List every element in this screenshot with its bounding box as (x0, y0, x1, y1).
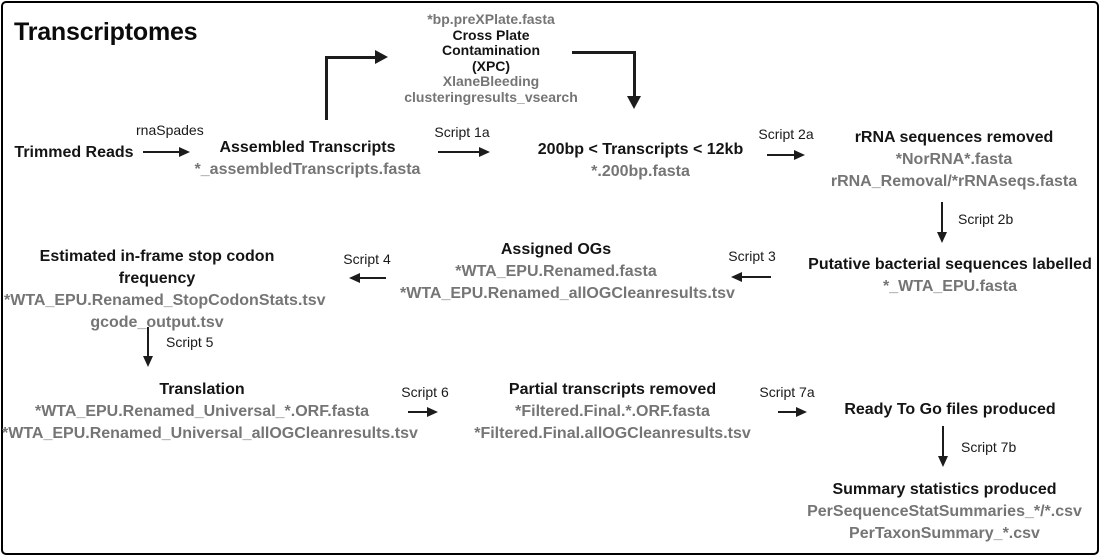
node-file: *WTA_EPU.Renamed_StopCodonStats.tsv (4, 292, 326, 309)
edge-label-script-2a: Script 2a (758, 126, 814, 142)
arrow-script-6 (408, 407, 442, 417)
node-title: 200bp < Transcripts < 12kb (537, 141, 744, 158)
node-cross-plate-contamination: *bp.preXPlate.fasta Cross Plate Contamin… (380, 11, 602, 105)
arrow-script-2b (937, 202, 947, 246)
node-partial-transcripts-removed: Partial transcripts removed *Filtered.Fi… (460, 379, 765, 445)
node-title: Trimmed Reads (14, 144, 134, 161)
node-title: Assigned OGs (500, 241, 612, 258)
node-file: *WTA_EPU.Renamed_Universal_allOGCleanres… (2, 425, 418, 442)
node-stop-codon-frequency: Estimated in-frame stop codon frequency … (4, 246, 326, 334)
node-file: *_assembledTranscripts.fasta (194, 161, 421, 178)
node-title: Ready To Go files produced (844, 401, 1056, 418)
node-file: XlaneBleeding (442, 73, 540, 89)
node-title: Partial transcripts removed (508, 381, 717, 398)
node-file: *NorRNA*.fasta (895, 151, 1013, 168)
node-title: rRNA sequences removed (854, 129, 1054, 146)
arrow-from-xpc (572, 51, 641, 111)
node-file: gcode_output.tsv (90, 314, 224, 331)
page-title: Transcriptomes (14, 18, 198, 46)
edge-label-script-1a: Script 1a (434, 124, 490, 140)
node-title: Translation (159, 381, 245, 398)
node-file: *WTA_EPU.Renamed.fasta (455, 263, 657, 280)
node-size-filtered-transcripts: 200bp < Transcripts < 12kb *.200bp.fasta (528, 139, 753, 183)
arrow-script-5 (143, 327, 153, 370)
arrow-script-3 (731, 272, 773, 282)
edge-label-script-7a: Script 7a (759, 384, 815, 400)
node-title: Cross Plate (452, 26, 530, 43)
arrow-to-xpc (325, 50, 391, 120)
edge-label-rnaspades: rnaSpades (136, 122, 204, 138)
node-putative-bacterial-labelled: Putative bacterial sequences labelled *_… (795, 254, 1100, 298)
node-file: PerSequenceStatSummaries_*/*.csv (807, 503, 1082, 520)
node-assigned-ogs: Assigned OGs *WTA_EPU.Renamed.fasta *WTA… (400, 239, 735, 305)
arrow-script-1a (438, 147, 494, 157)
node-file: *WTA_EPU.Renamed_Universal_*.ORF.fasta (34, 403, 370, 420)
node-rrna-sequences-removed: rRNA sequences removed *NorRNA*.fasta rR… (820, 127, 1088, 193)
node-file: PerTaxonSummary_*.csv (849, 525, 1040, 542)
arrow-script-7b (938, 426, 948, 470)
edge-label-script-6: Script 6 (401, 384, 449, 400)
node-file: *WTA_EPU.Renamed_allOGCleanresults.tsv (400, 285, 735, 302)
node-summary-statistics: Summary statistics produced PerSequenceS… (792, 479, 1097, 545)
node-file: *Filtered.Final.*.ORF.fasta (515, 403, 710, 420)
node-file: *.200bp.fasta (591, 163, 690, 180)
node-title: Assembled Transcripts (219, 139, 396, 156)
node-title: Estimated in-frame stop codon frequency (39, 248, 275, 287)
arrow-script-7a (778, 407, 812, 417)
arrow-script-2a (767, 150, 809, 160)
node-title: Summary statistics produced (832, 481, 1057, 498)
node-file: clusteringresults_vsearch (404, 88, 578, 105)
node-title: Contamination (442, 42, 540, 58)
node-translation: Translation *WTA_EPU.Renamed_Universal_*… (2, 379, 418, 445)
edge-label-script-7b: Script 7b (961, 439, 1017, 455)
node-file: *bp.preXPlate.fasta (427, 11, 555, 27)
arrow-script-4 (349, 273, 389, 283)
node-title: (XPC) (471, 57, 511, 74)
edge-label-script-4: Script 4 (343, 251, 391, 267)
arrow-rnaspades (143, 147, 193, 157)
node-assembled-transcripts: Assembled Transcripts *_assembledTranscr… (185, 137, 430, 181)
node-ready-to-go: Ready To Go files produced (818, 399, 1082, 421)
edge-label-script-5: Script 5 (166, 334, 214, 350)
node-file: *Filtered.Final.allOGCleanresults.tsv (474, 425, 751, 442)
node-title: Putative bacterial sequences labelled (808, 256, 1092, 273)
node-trimmed-reads: Trimmed Reads (6, 142, 142, 164)
node-file: rRNA_Removal/*rRNAseqs.fasta (830, 173, 1078, 190)
edge-label-script-3: Script 3 (728, 248, 776, 264)
node-file: *_WTA_EPU.fasta (883, 278, 1017, 295)
edge-label-script-2b: Script 2b (958, 211, 1014, 227)
